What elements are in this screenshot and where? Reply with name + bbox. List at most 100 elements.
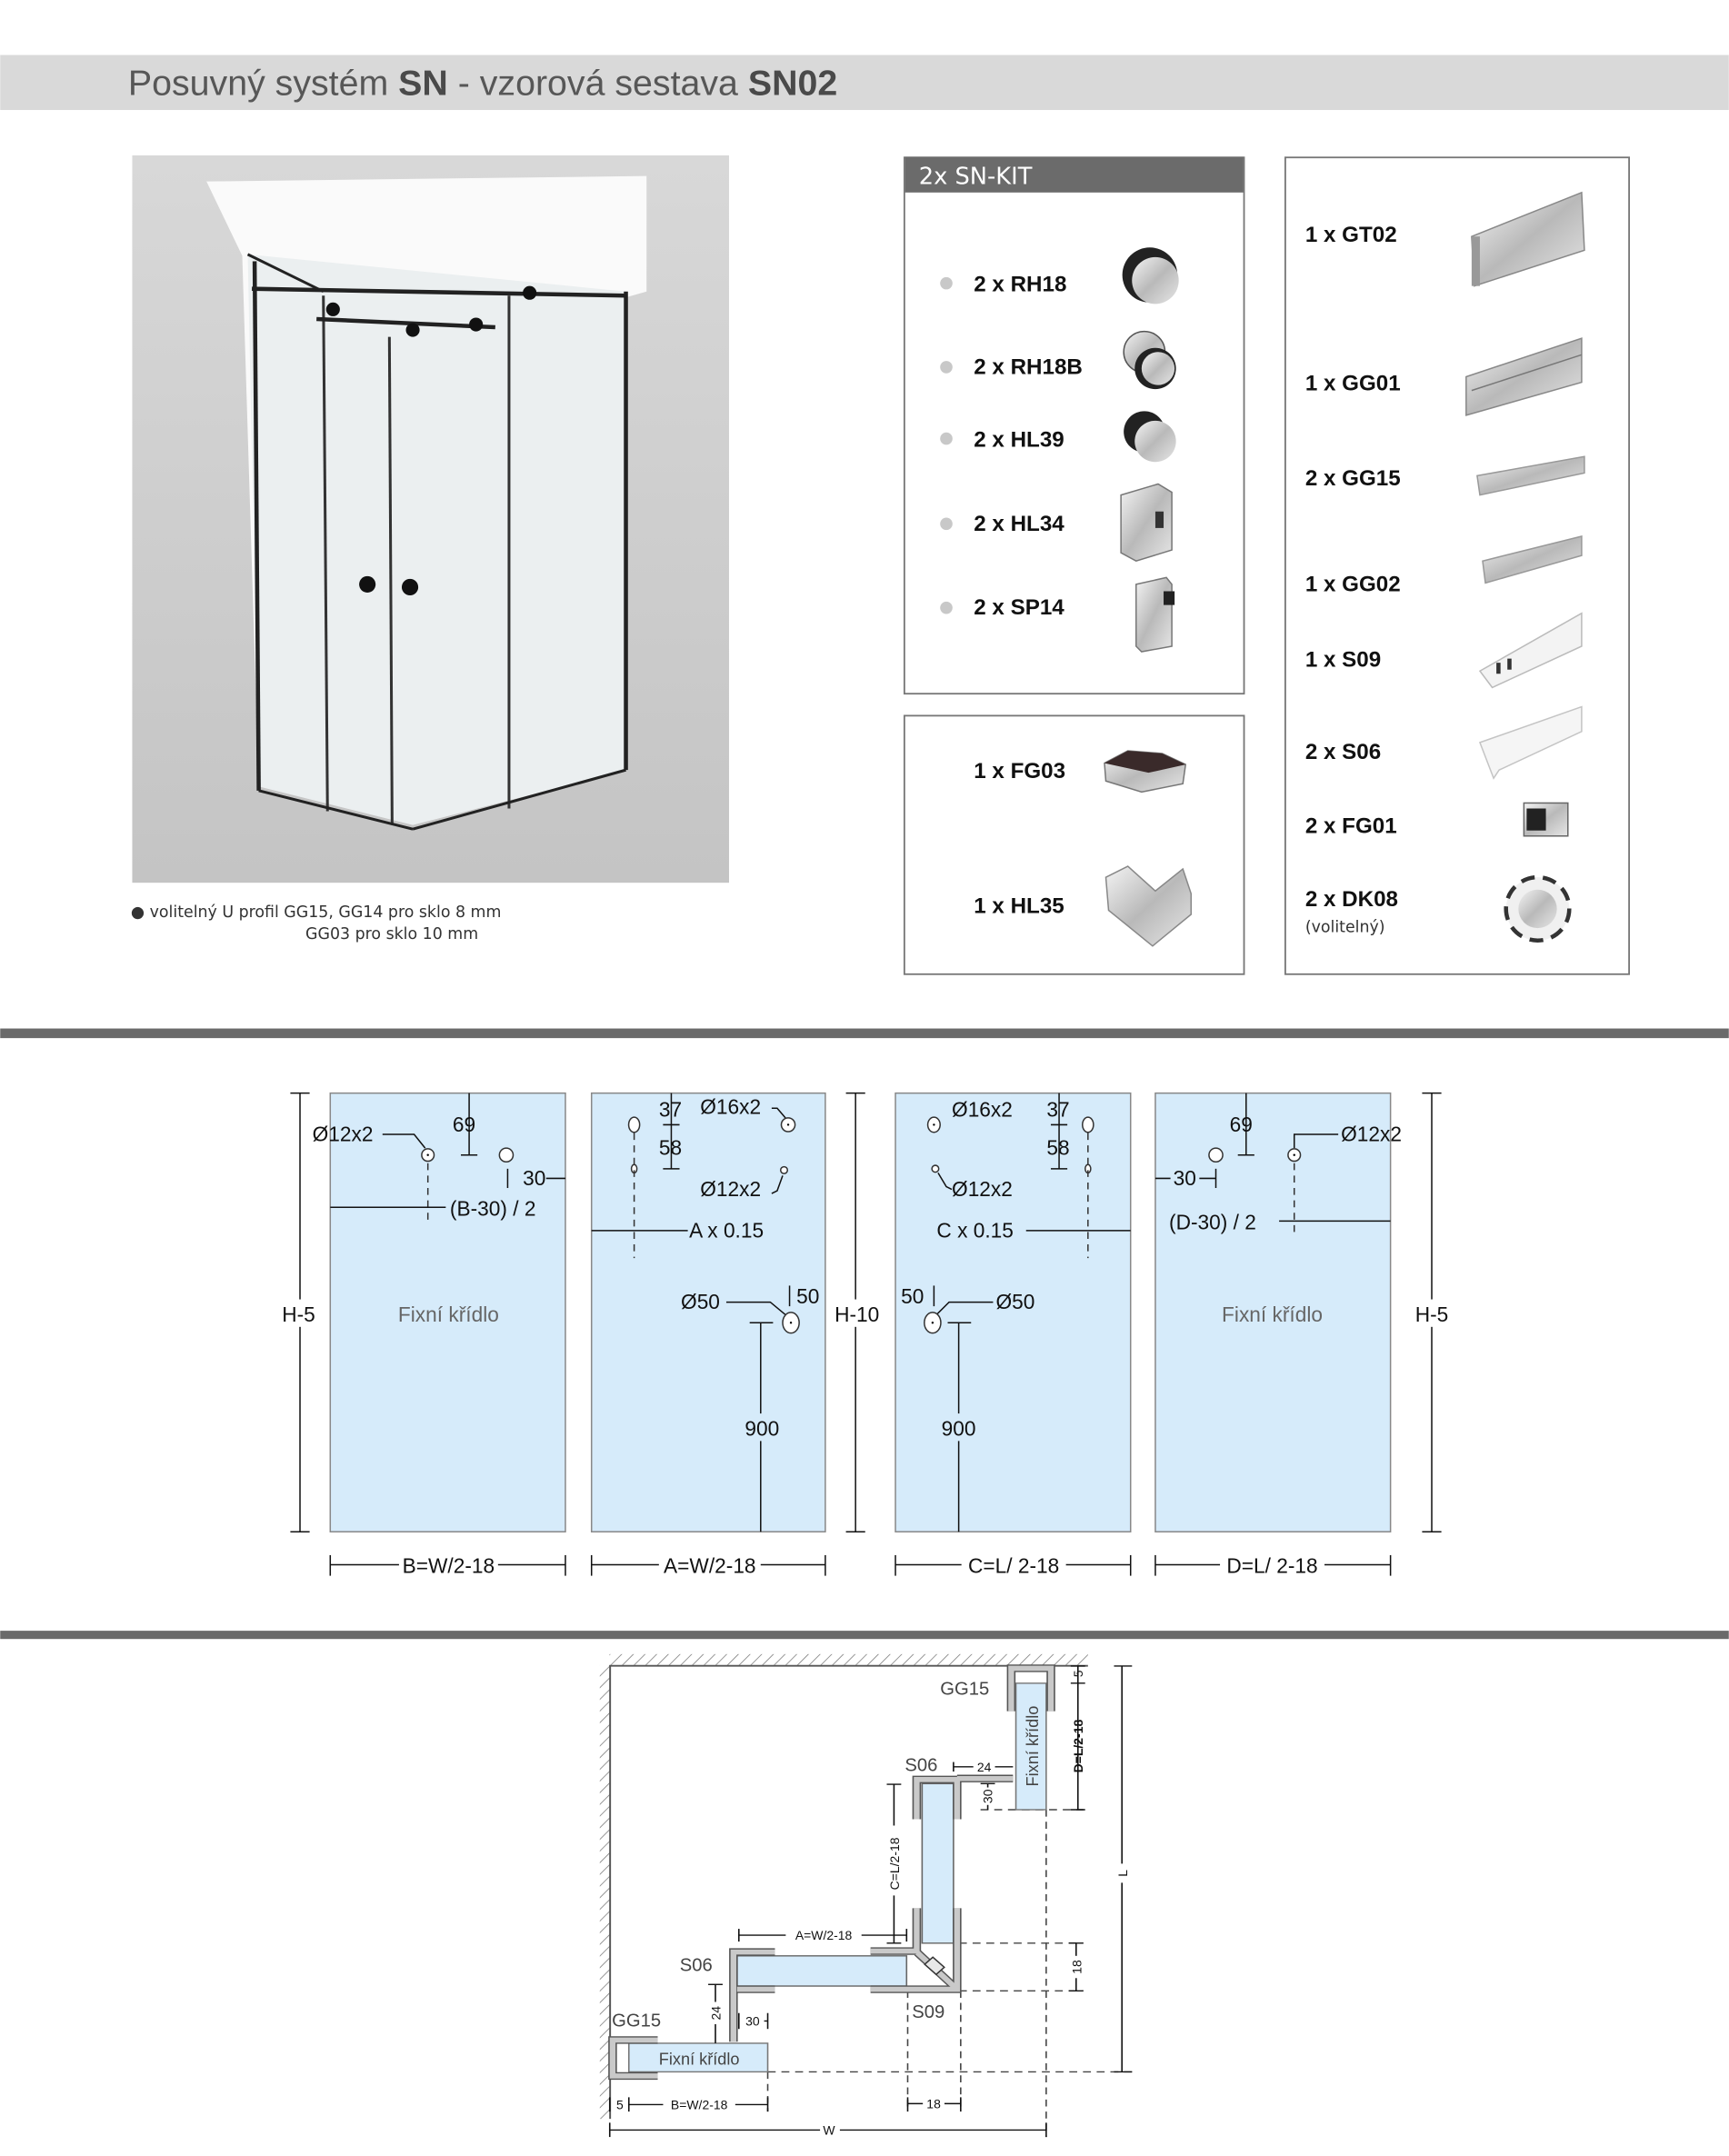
plan-dim-label: 30 <box>981 1789 995 1803</box>
fixed-panel-label: Fixní křídlo <box>398 1303 499 1326</box>
width-dimension-b: B=W/2-18 <box>329 1552 566 1578</box>
kit-item: 2 x SP14 <box>940 576 1175 653</box>
dim-label: 58 <box>659 1136 682 1160</box>
dim-label: Ø16x2 <box>700 1094 761 1118</box>
extra-item: 1 x HL35 <box>974 865 1193 947</box>
plan-dim-label: 5 <box>1071 1670 1085 1677</box>
plan-dim-label: 18 <box>926 2096 941 2111</box>
dim-label: Ø50 <box>681 1290 720 1313</box>
bullet-icon <box>940 276 953 290</box>
dim-label: D=L/ 2-18 <box>1226 1554 1317 1578</box>
profile-item-label: 2 x DK08 <box>1305 887 1398 912</box>
kit-item-label: 2 x RH18B <box>974 354 1083 379</box>
profile-item-label: 2 x FG01 <box>1305 814 1397 839</box>
photo-note-line1: ● volitelný U profil GG15, GG14 pro sklo… <box>131 903 501 922</box>
corner-connector-icon <box>1104 865 1193 947</box>
plan-label-gg15: GG15 <box>940 1679 989 1699</box>
hole <box>1208 1147 1224 1163</box>
extra-item-label: 1 x FG03 <box>974 759 1065 784</box>
plan-glass-c <box>921 1782 954 1944</box>
plan-dim-label: 24 <box>709 2006 724 2021</box>
wall-left <box>599 1664 610 2120</box>
section-divider <box>0 1631 1729 1640</box>
seal-icon <box>1478 612 1583 689</box>
corner-clamp-icon <box>1104 750 1187 794</box>
dim-label: 69 <box>1230 1113 1253 1136</box>
dim-label: Ø12x2 <box>952 1177 1013 1201</box>
plan-dim-label: 24 <box>977 1760 992 1774</box>
plan-dim-label: W <box>823 2122 835 2137</box>
plan-dim-label: D=L/2-18 <box>1071 1720 1085 1773</box>
plan-glass-a <box>736 1955 908 1987</box>
panel-d <box>1154 1092 1392 1532</box>
page-title: Posuvný systém SN - vzorová sestava SN02 <box>128 63 837 103</box>
dim-label: 50 <box>796 1284 819 1308</box>
profile-item-label: 2 x GG15 <box>1305 466 1401 491</box>
photo-note-line2: GG03 pro sklo 10 mm <box>305 925 478 943</box>
product-photo <box>132 155 729 883</box>
hole <box>498 1147 515 1163</box>
dim-label: 37 <box>1046 1097 1069 1121</box>
kit-item: 2 x RH18 <box>940 247 1179 304</box>
dim-label: H-5 <box>282 1303 315 1326</box>
plan-glass-b <box>627 2042 769 2073</box>
dim-label: 30 <box>523 1166 545 1190</box>
profile-item-label: 1 x GG02 <box>1305 572 1401 596</box>
height-dimension-middle: H-10 <box>829 1092 884 1532</box>
width-dimension-d: D=L/ 2-18 <box>1154 1552 1392 1578</box>
hole <box>627 1116 641 1133</box>
hole <box>1082 1116 1094 1133</box>
fixed-panel-label: Fixní křídlo <box>1222 1303 1323 1326</box>
dim-label: (B-30) / 2 <box>450 1196 536 1220</box>
plan-dim-label: 18 <box>1069 1960 1084 1974</box>
plan-label-s06: S06 <box>904 1755 937 1775</box>
u-profile-icon <box>1476 455 1585 496</box>
dim-label: Ø50 <box>995 1290 1034 1313</box>
knob-icon <box>1504 874 1572 943</box>
height-dimension-right: H-5 <box>1411 1092 1453 1532</box>
plan-dim-label: L <box>1115 1870 1130 1877</box>
dim-label: A=W/2-18 <box>664 1554 756 1578</box>
panel-a <box>590 1092 826 1532</box>
hole <box>779 1165 789 1174</box>
profile-item: 2 x FG01 <box>1305 802 1569 839</box>
dim-label: 69 <box>453 1113 475 1136</box>
dim-label: Ø12x2 <box>700 1177 761 1201</box>
profile-item: 2 x DK08 (volitelný) <box>1305 874 1572 943</box>
dim-label: B=W/2-18 <box>403 1554 495 1578</box>
bullet-icon <box>940 517 953 531</box>
profiles-box: 1 x GT02 1 x GG01 2 x GG15 1 x GG02 1 x … <box>1284 156 1630 975</box>
wall-top <box>609 1653 1088 1665</box>
bullet-icon <box>940 432 953 445</box>
plan-fixed-panel-label: Fixní křídlo <box>1024 1706 1042 1787</box>
dim-label: Ø12x2 <box>313 1123 374 1146</box>
glass-panels-elevation: H-5 H-10 H-5 B=W/2-18 A=W/2-18 C=L/ 2-18 <box>279 1092 1453 1578</box>
glass-clamp-icon <box>1523 802 1569 837</box>
dim-label: 30 <box>1174 1166 1196 1190</box>
dim-label: C x 0.15 <box>936 1218 1014 1242</box>
plan-label-gg15: GG15 <box>612 2011 661 2031</box>
width-dimension-c: C=L/ 2-18 <box>894 1552 1132 1578</box>
roller-knob-icon <box>1123 330 1176 390</box>
kit-item: 2 x RH18B <box>940 330 1176 390</box>
profile-item-note: (volitelný) <box>1305 919 1385 937</box>
hinge-block-icon <box>1120 483 1173 563</box>
profile-item-label: 1 x GG01 <box>1305 372 1401 396</box>
profile-item: 2 x GG15 <box>1305 455 1585 496</box>
kit-item-label: 2 x SP14 <box>974 595 1064 620</box>
plan-label-s06: S06 <box>680 1956 713 1976</box>
dim-label: 900 <box>942 1416 976 1440</box>
section-divider <box>0 1028 1729 1039</box>
profile-item: 1 x GG01 <box>1305 337 1583 416</box>
hole <box>931 1164 940 1173</box>
profile-item: 1 x GG02 <box>1305 535 1583 596</box>
dim-label: A x 0.15 <box>689 1218 764 1242</box>
plan-dim-label: 5 <box>616 2097 624 2111</box>
bullet-icon: ● <box>131 903 150 922</box>
extra-item: 1 x FG03 <box>974 750 1187 794</box>
roller-knob-icon <box>1122 247 1179 304</box>
extra-item-label: 1 x HL35 <box>974 893 1064 918</box>
title-bar <box>0 55 1729 111</box>
height-dimension-left: H-5 <box>279 1092 321 1532</box>
extras-box: 1 x FG03 1 x HL35 <box>903 714 1245 975</box>
